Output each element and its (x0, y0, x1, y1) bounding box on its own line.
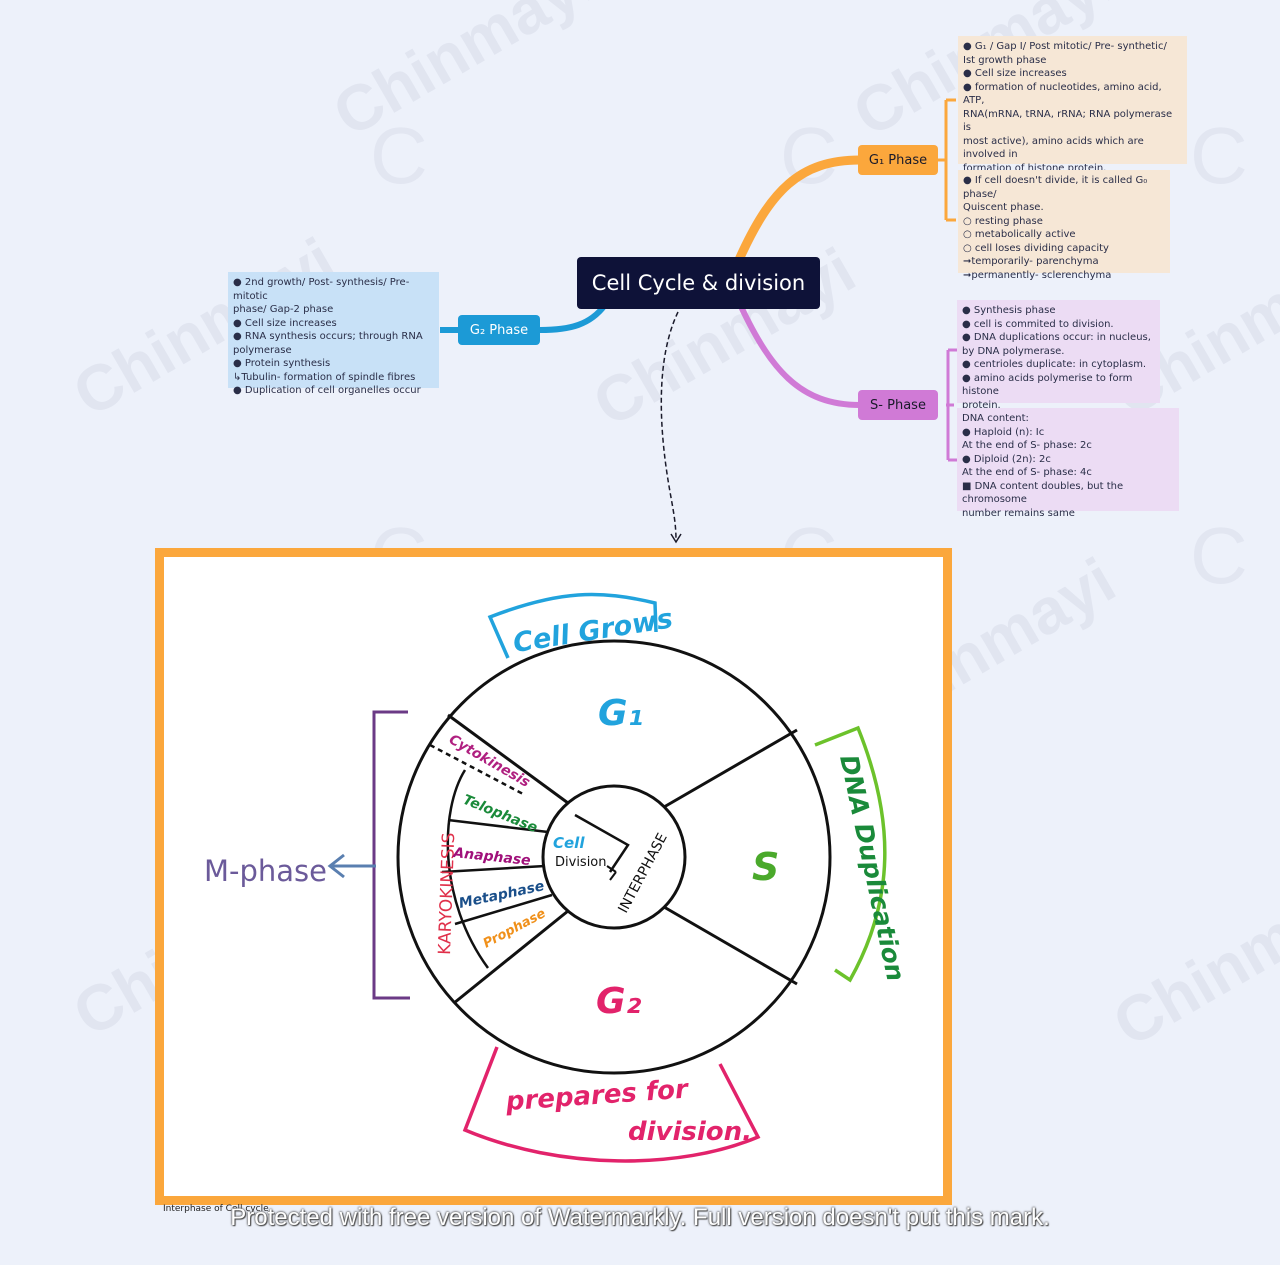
g2-phase-node[interactable]: G₂ Phase (458, 315, 540, 345)
division-label: division. (628, 1117, 752, 1147)
g1-note-2: ● If cell doesn't divide, it is called G… (958, 170, 1170, 281)
m-phase-label: M-phase (204, 854, 327, 888)
watermark-banner: Protected with free version of Watermark… (230, 1204, 1050, 1231)
dna-duplication-label: DNA Duplication (834, 752, 910, 983)
karyokinesis-label: KARYOKINESIS (435, 832, 459, 955)
g1-note-1: ● G₁ / Gap I/ Post mitotic/ Pre- synthet… (958, 36, 1187, 201)
s-note-1: ● Synthesis phase ● cell is commited to … (957, 300, 1160, 411)
prepares-for-label: prepares for (504, 1074, 691, 1117)
g1-wheel-label: G₁ (598, 693, 643, 734)
telophase-label: Telophase (461, 792, 540, 836)
g2-phase-label: G₂ Phase (469, 322, 529, 338)
metaphase-label: Metaphase (458, 878, 546, 912)
anaphase-label: Anaphase (452, 845, 532, 869)
s-phase-label: S- Phase (870, 397, 926, 413)
root-node[interactable]: Cell Cycle & division (577, 257, 820, 309)
inner-circle (541, 784, 687, 930)
cell-word-label: Cell (553, 834, 585, 852)
g2-wheel-label: G₂ (596, 981, 642, 1022)
division-word-label: Division (555, 855, 607, 870)
root-title: Cell Cycle & division (591, 271, 806, 295)
g2-note: ● 2nd growth/ Post- synthesis/ Pre- mito… (228, 272, 439, 396)
cell-grows-label: Cell Grows (511, 603, 675, 659)
cell-cycle-diagram-frame (155, 548, 952, 1205)
s-note-2: DNA content: ● Haploid (n): Ic At the en… (957, 408, 1179, 519)
s-phase-node[interactable]: S- Phase (858, 390, 938, 420)
diagram-caption: Interphase of Cell cycle (163, 1204, 269, 1214)
s-wheel-label: S (752, 845, 779, 889)
g1-phase-label: G₁ Phase (868, 152, 928, 168)
g1-phase-node[interactable]: G₁ Phase (858, 145, 938, 175)
outer-circle (396, 639, 832, 1075)
